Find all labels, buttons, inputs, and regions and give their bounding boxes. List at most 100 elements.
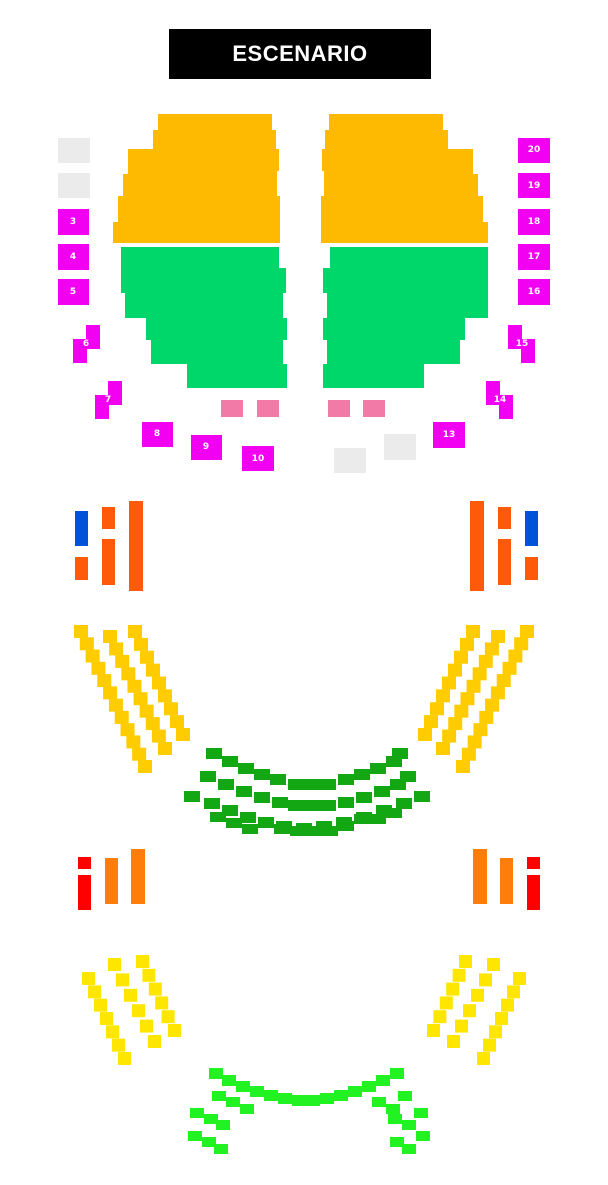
tier1-center-seat[interactable] bbox=[338, 797, 354, 808]
tier1-center-seat[interactable] bbox=[320, 779, 336, 790]
tier2-center-seat[interactable] bbox=[264, 1090, 278, 1101]
tier2-center-seat[interactable] bbox=[204, 1114, 218, 1124]
tier2-center-seat[interactable] bbox=[306, 1095, 320, 1106]
tier2-center-seat[interactable] bbox=[240, 1104, 254, 1114]
tier2-side-outer-left[interactable] bbox=[78, 875, 91, 910]
tier1-center-seat[interactable] bbox=[374, 786, 390, 797]
tier1-curve-seat[interactable] bbox=[502, 661, 517, 675]
tier2-curve-seat[interactable] bbox=[487, 958, 500, 971]
tier2-center-seat[interactable] bbox=[348, 1086, 362, 1097]
tier1-center-seat[interactable] bbox=[240, 812, 256, 823]
box-4[interactable] bbox=[58, 244, 89, 270]
tier2-center-seat[interactable] bbox=[250, 1086, 264, 1097]
tier1-center-seat[interactable] bbox=[338, 774, 354, 785]
tier1-curve-seat[interactable] bbox=[424, 715, 438, 729]
tier1-center[interactable] bbox=[184, 748, 430, 836]
tier2-curve-seat[interactable] bbox=[82, 972, 95, 985]
tier2-center-seat[interactable] bbox=[402, 1144, 416, 1154]
tier1-curve-seat[interactable] bbox=[460, 692, 475, 706]
tier1-curve-seat[interactable] bbox=[478, 654, 493, 668]
tier2-center-seat[interactable] bbox=[236, 1081, 250, 1092]
tier2-curve-seat[interactable] bbox=[513, 972, 526, 985]
tier1-center-seat[interactable] bbox=[370, 814, 386, 824]
tier1-curve-seat[interactable] bbox=[109, 642, 124, 656]
box-8[interactable] bbox=[142, 422, 173, 447]
tier1-curve-seat[interactable] bbox=[448, 717, 463, 731]
tier2-curve-right[interactable] bbox=[427, 955, 526, 1065]
tier1-side-left-a[interactable] bbox=[75, 557, 88, 580]
tier1-curve-seat[interactable] bbox=[126, 735, 141, 749]
tier1-curve-seat[interactable] bbox=[134, 637, 148, 651]
tier1-center-seat[interactable] bbox=[354, 814, 370, 824]
tier2-side-right-b[interactable] bbox=[473, 849, 487, 904]
tier1-curve-seat[interactable] bbox=[79, 637, 94, 651]
tier1-curve-seat[interactable] bbox=[103, 630, 117, 643]
tier1-center-seat[interactable] bbox=[270, 774, 286, 785]
tier1-curve-seat[interactable] bbox=[128, 625, 142, 638]
tier2-center-seat[interactable] bbox=[222, 1075, 236, 1086]
tier1-curve-seat[interactable] bbox=[158, 689, 172, 703]
tier1-side-right-b[interactable] bbox=[498, 507, 511, 529]
tier1-side-right-d[interactable] bbox=[470, 501, 484, 591]
tier2-center-seat[interactable] bbox=[320, 1093, 334, 1104]
tier2-curve-seat[interactable] bbox=[100, 1012, 113, 1025]
tier1-center-seat[interactable] bbox=[386, 756, 402, 767]
tier2-curve-seat[interactable] bbox=[116, 973, 129, 987]
tier2-center-seat[interactable] bbox=[362, 1081, 376, 1092]
tier1-side-left[interactable] bbox=[75, 501, 143, 591]
tier2-curve-seat[interactable] bbox=[447, 1035, 460, 1048]
tier2-center-seat[interactable] bbox=[414, 1108, 428, 1118]
tier1-center-seat[interactable] bbox=[204, 798, 220, 809]
special-seat[interactable] bbox=[363, 400, 385, 417]
tier2-curve-seat[interactable] bbox=[477, 1052, 490, 1065]
tier1-center-seat[interactable] bbox=[254, 792, 270, 803]
stalls-front-left[interactable] bbox=[113, 114, 280, 243]
tier1-center-seat[interactable] bbox=[390, 779, 406, 790]
stalls-rear-right[interactable] bbox=[323, 247, 488, 388]
tier1-curve-seat[interactable] bbox=[146, 663, 160, 677]
tier1-curve-seat[interactable] bbox=[152, 676, 166, 690]
special-seat[interactable] bbox=[328, 400, 350, 417]
tier1-center-seat[interactable] bbox=[370, 763, 386, 774]
tier1-curve-seat[interactable] bbox=[456, 760, 470, 773]
box-9[interactable] bbox=[191, 435, 222, 460]
tier1-curve-seat[interactable] bbox=[170, 715, 184, 729]
tier2-curve-seat[interactable] bbox=[446, 982, 460, 996]
box-19[interactable] bbox=[518, 173, 550, 198]
tier1-curve-seat[interactable] bbox=[127, 679, 142, 693]
tier2-side-left-b[interactable] bbox=[131, 849, 145, 904]
tier2-side-left-a[interactable] bbox=[105, 858, 118, 904]
box-15[interactable] bbox=[508, 325, 535, 363]
tier2-curve-seat[interactable] bbox=[168, 1024, 181, 1037]
tier1-center-seat[interactable] bbox=[322, 826, 338, 836]
tier1-center-seat[interactable] bbox=[338, 821, 354, 831]
tier2-curve-seat[interactable] bbox=[161, 1010, 175, 1024]
tier1-center-seat[interactable] bbox=[304, 800, 320, 811]
tier1-side-outer-left[interactable] bbox=[75, 511, 88, 546]
tier2-curve-seat[interactable] bbox=[463, 1004, 476, 1018]
tier2-curve-left[interactable] bbox=[82, 955, 181, 1065]
tier2-curve-seat[interactable] bbox=[142, 968, 156, 982]
tier1-curve-seat[interactable] bbox=[138, 760, 152, 773]
tier2-center-seat[interactable] bbox=[390, 1137, 404, 1147]
tier1-curve-left[interactable] bbox=[74, 625, 190, 773]
tier1-curve-seat[interactable] bbox=[430, 702, 444, 716]
tier1-center-seat[interactable] bbox=[414, 791, 430, 802]
tier1-center-seat[interactable] bbox=[200, 771, 216, 782]
tier2-center-seat[interactable] bbox=[292, 1095, 306, 1106]
tier2-center-seat[interactable] bbox=[214, 1144, 228, 1154]
tier1-curve-seat[interactable] bbox=[97, 674, 112, 688]
tier1-curve-seat[interactable] bbox=[479, 710, 494, 724]
tier1-curve-seat[interactable] bbox=[520, 625, 534, 638]
tier2-curve-seat[interactable] bbox=[495, 1012, 508, 1025]
tier1-curve-seat[interactable] bbox=[473, 723, 488, 737]
tier2-curve-seat[interactable] bbox=[489, 1025, 502, 1039]
box-7[interactable] bbox=[95, 381, 122, 419]
tier1-center-seat[interactable] bbox=[306, 826, 322, 836]
tier1-center-seat[interactable] bbox=[210, 812, 226, 822]
tier2-curve-seat[interactable] bbox=[452, 968, 466, 982]
tier1-center-seat[interactable] bbox=[304, 779, 320, 790]
tier2-curve-seat[interactable] bbox=[427, 1024, 440, 1037]
tier2-center[interactable] bbox=[188, 1068, 430, 1154]
tier1-side-left-c[interactable] bbox=[102, 539, 115, 585]
